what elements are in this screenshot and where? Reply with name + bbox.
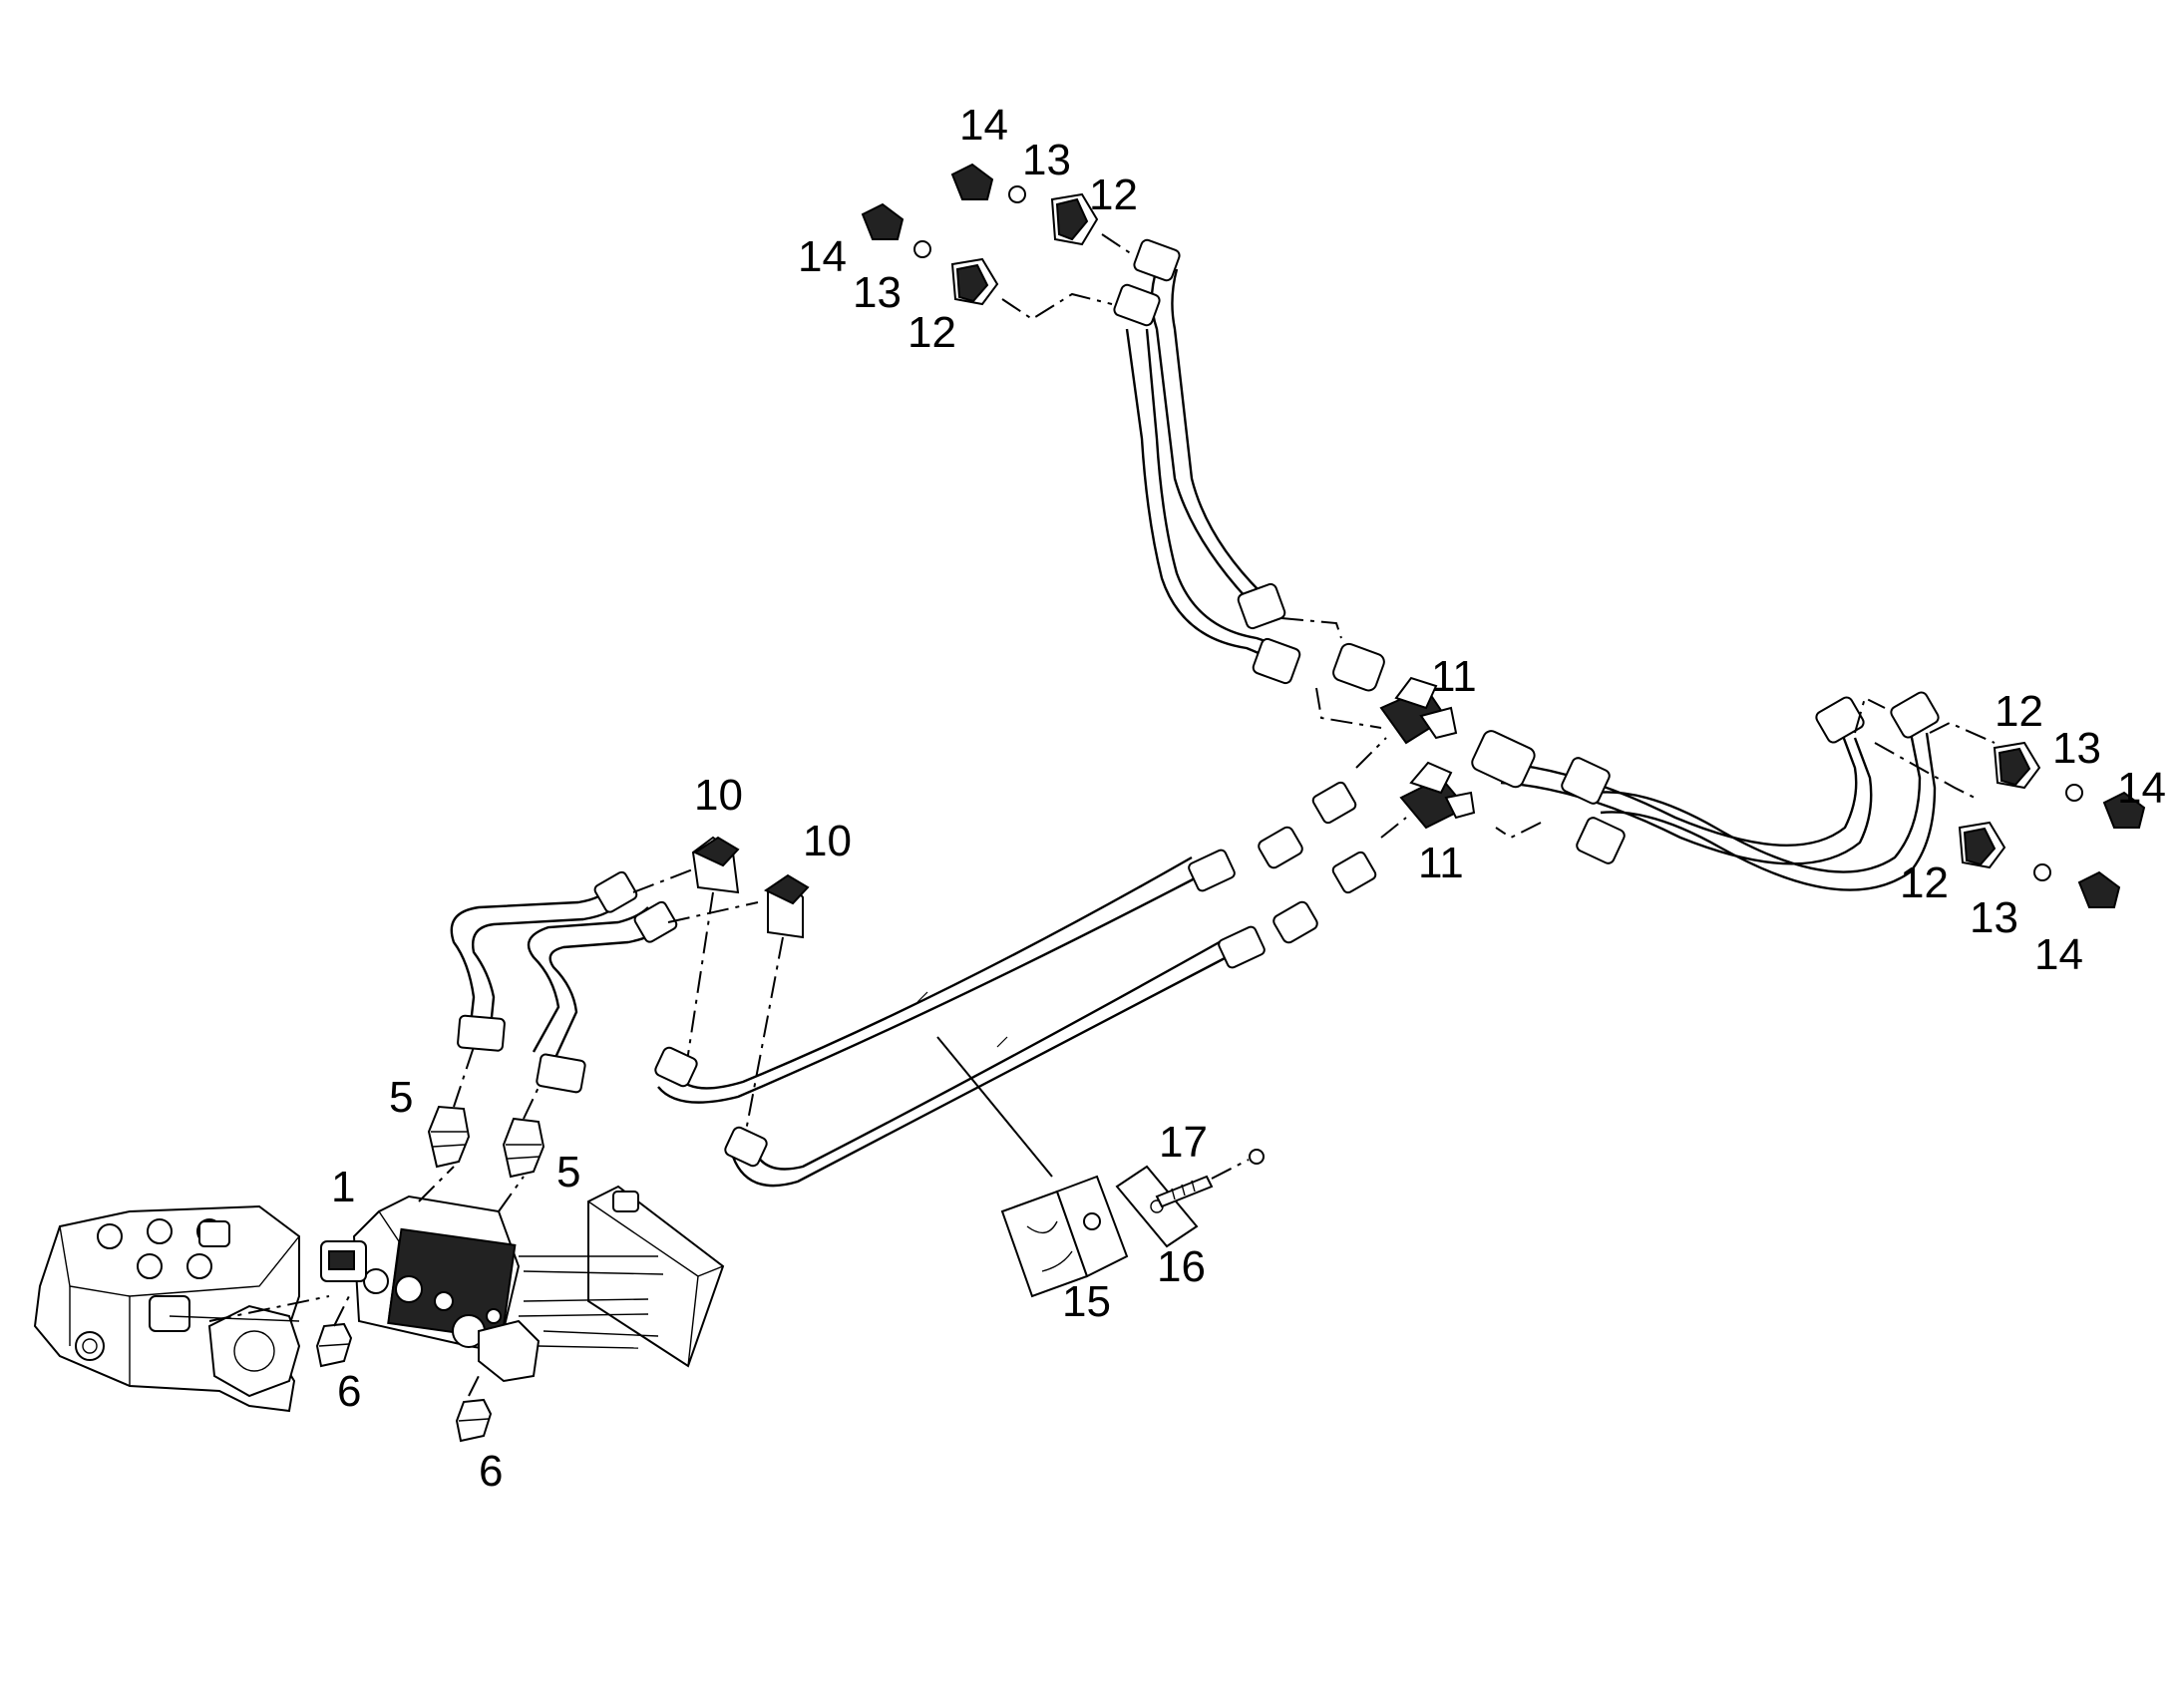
- callout-10: 10: [803, 817, 852, 865]
- fitting-set-upper-a: [950, 163, 1133, 255]
- adapter-5a: [427, 1105, 471, 1169]
- callout-14: 14: [2034, 930, 2083, 979]
- short-hose-b: [527, 900, 678, 1094]
- callout-12: 12: [908, 308, 956, 357]
- tee-fitting-11b: [1399, 761, 1476, 830]
- callout-15: 15: [1062, 1277, 1111, 1326]
- callout-10: 10: [694, 771, 743, 820]
- long-hose-lower: [724, 851, 1377, 1188]
- callout-11: 11: [1431, 652, 1477, 701]
- callout-1: 1: [331, 1163, 355, 1211]
- fitting-set-right-a: [1993, 741, 2146, 829]
- fitting-set-right-b: [1958, 821, 2121, 908]
- callout-11: 11: [1418, 839, 1464, 887]
- callout-12: 12: [1900, 858, 1949, 907]
- mounting-plate: [518, 1185, 725, 1368]
- callout-14: 14: [959, 101, 1008, 150]
- callout-6: 6: [337, 1367, 361, 1416]
- short-hose-a: [450, 870, 638, 1052]
- upper-hose-pair: [1113, 238, 1385, 692]
- elbow-fitting-10b: [764, 873, 810, 939]
- long-hose-upper: [654, 781, 1357, 1104]
- callout-13: 13: [2052, 724, 2101, 773]
- callout-13: 13: [1022, 136, 1071, 184]
- manifold-block: [320, 1195, 541, 1383]
- callout-5: 5: [389, 1073, 413, 1122]
- tee-fitting-11a: [1379, 676, 1458, 745]
- callout-12: 12: [1089, 171, 1138, 219]
- fitting-6a: [315, 1322, 353, 1368]
- right-hose-pair: [1471, 691, 1940, 891]
- callout-14: 14: [2117, 764, 2166, 813]
- callout-17: 17: [1159, 1118, 1208, 1167]
- fitting-6b: [455, 1398, 493, 1443]
- callout-13: 13: [1970, 893, 2018, 942]
- callout-16: 16: [1157, 1242, 1206, 1291]
- callout-12: 12: [1995, 687, 2043, 736]
- control-valve-bank: [33, 1204, 301, 1413]
- bolt-17: [1155, 1149, 1265, 1208]
- callout-14: 14: [798, 232, 847, 281]
- callout-13: 13: [853, 268, 902, 317]
- adapter-5b: [502, 1117, 545, 1179]
- clamp-plate-16: [1115, 1165, 1199, 1248]
- elbow-fitting-10a: [691, 836, 740, 894]
- fitting-set-upper-b: [861, 202, 1113, 321]
- callout-6: 6: [479, 1447, 503, 1496]
- callout-5: 5: [556, 1148, 580, 1196]
